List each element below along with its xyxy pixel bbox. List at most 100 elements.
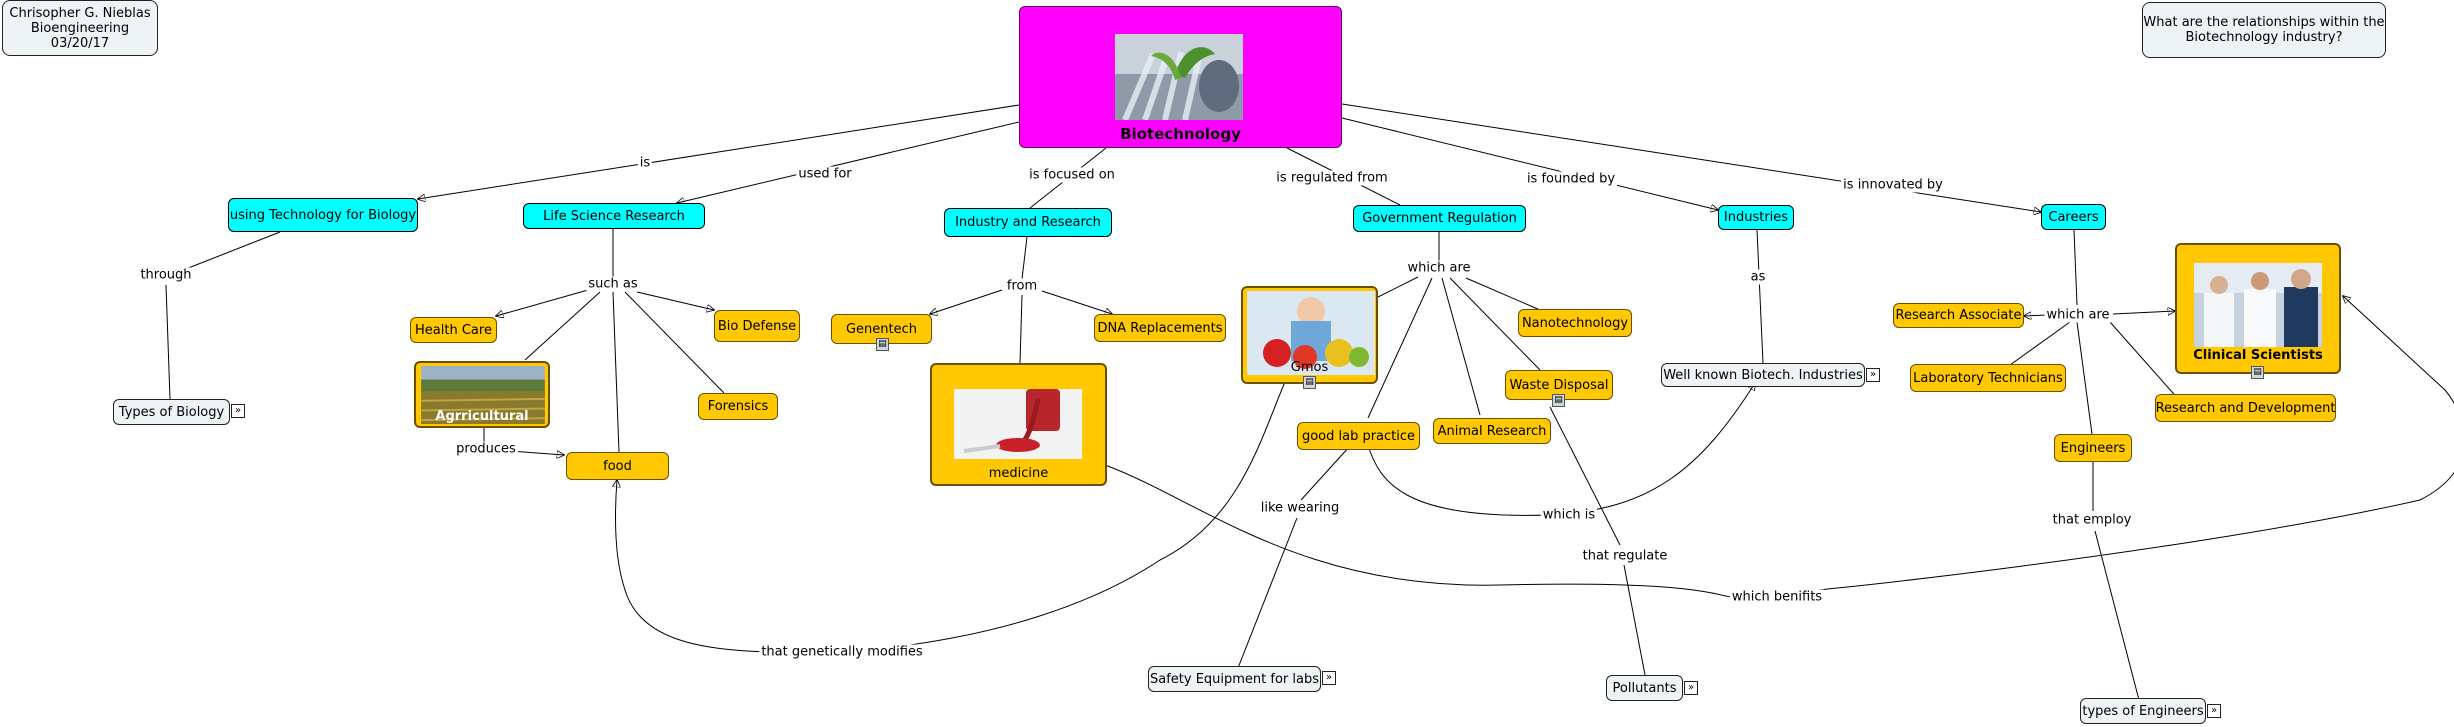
link-medicine [1019, 294, 1023, 364]
link-dna [1041, 290, 1112, 314]
clinical-document-icon[interactable]: ▤ [2251, 366, 2264, 379]
waste-disposal-document-icon[interactable]: ▤ [1552, 394, 1565, 407]
node-biotechnology[interactable]: Biotechnology [1019, 6, 1342, 148]
link-as [1756, 229, 1764, 364]
node-forensics[interactable]: Forensics [698, 393, 778, 420]
link-genetic-2 [616, 480, 771, 653]
label-like-wearing: like wearing [1258, 500, 1342, 516]
label-through: through [138, 267, 194, 283]
author-name: Chrisopher G. Nieblas [9, 5, 151, 21]
link-agricultural [524, 291, 601, 361]
node-well-known-industries[interactable]: Well known Biotech. Industries [1661, 363, 1865, 387]
node-industry-and-research[interactable]: Industry and Research [944, 208, 1112, 237]
label-that-genetically-modifies: that genetically modifies [759, 644, 925, 660]
node-health-care[interactable]: Health Care [410, 317, 497, 343]
link-food [612, 291, 620, 453]
link-nano [1465, 277, 1541, 311]
field-image [421, 366, 545, 424]
node-industries[interactable]: Industries [1718, 205, 1794, 230]
gmos-caption: Gmos [1290, 360, 1329, 375]
pollutants-expand-icon[interactable]: » [1684, 681, 1698, 695]
link-innovated-by [1341, 103, 2041, 212]
genentech-document-icon[interactable]: ▤ [876, 338, 889, 351]
label-from: from [1004, 278, 1040, 294]
gmo-produce-image [1247, 291, 1375, 375]
question-box: What are the relationships within the Bi… [2142, 2, 2386, 58]
node-government-regulation[interactable]: Government Regulation [1353, 205, 1526, 232]
clinical-scientists-caption: Clinical Scientists [2193, 348, 2323, 363]
node-types-of-biology[interactable]: Types of Biology [113, 399, 230, 425]
node-food[interactable]: food [566, 452, 669, 480]
node-dna-replacements[interactable]: DNA Replacements [1094, 314, 1226, 342]
lab-plant-image [1115, 34, 1243, 120]
label-is-regulated-from: is regulated from [1274, 170, 1390, 186]
node-gmos[interactable]: Gmos [1241, 286, 1378, 384]
label-is-founded-by: is founded by [1524, 171, 1618, 187]
link-from-1 [1021, 236, 1028, 280]
author-course: Bioengineering [30, 20, 130, 36]
label-used-for: used for [796, 166, 854, 182]
link-animal [1441, 277, 1481, 416]
author-date: 03/20/17 [50, 35, 110, 51]
question-line-1: What are the relationships within the [2143, 15, 2385, 30]
node-engineers[interactable]: Engineers [2054, 434, 2132, 462]
biotechnology-title: Biotechnology [1120, 125, 1241, 143]
label-produces: produces [454, 441, 518, 457]
node-bio-defense[interactable]: Bio Defense [714, 310, 800, 342]
node-good-lab-practice[interactable]: good lab practice [1297, 422, 1420, 450]
link-like-wearing-2 [1237, 517, 1298, 669]
link-through-2 [165, 284, 171, 400]
link-used-for [677, 121, 1020, 203]
well-known-expand-icon[interactable]: » [1866, 368, 1880, 382]
link-bio-defense [636, 291, 714, 310]
link-genentech [930, 289, 1003, 314]
node-agricultural[interactable]: Agrricultural [414, 361, 550, 428]
label-that-regulate: that regulate [1580, 548, 1670, 564]
node-animal-research[interactable]: Animal Research [1433, 418, 1551, 444]
safety-equipment-expand-icon[interactable]: » [1322, 671, 1336, 685]
label-that-employ: that employ [2050, 512, 2134, 528]
types-of-engineers-expand-icon[interactable]: » [2207, 704, 2221, 718]
link-produces-2 [509, 451, 564, 455]
node-research-associate[interactable]: Research Associate [1893, 303, 2024, 328]
label-as: as [1748, 269, 1768, 285]
node-clinical-scientists[interactable]: Clinical Scientists [2175, 243, 2341, 374]
node-technology-for-biology[interactable]: using Technology for Biology [228, 198, 418, 232]
node-types-of-engineers[interactable]: types of Engineers [2080, 698, 2206, 724]
link-forensics [624, 291, 725, 394]
label-is-focused-on: is focused on [1027, 167, 1117, 183]
node-life-science-research[interactable]: Life Science Research [523, 203, 705, 229]
link-careers-down [2073, 229, 2078, 306]
link-clinical [2112, 311, 2175, 314]
label-which-is: which is [1540, 507, 1598, 523]
link-waste [1449, 277, 1541, 371]
link-like-wearing [1300, 445, 1351, 501]
link-that-employ-2 [2094, 530, 2140, 701]
node-medicine[interactable]: medicine [930, 363, 1107, 486]
medicine-caption: medicine [988, 466, 1049, 481]
clinical-scientists-image [2194, 263, 2322, 347]
types-of-biology-expand-icon[interactable]: » [231, 404, 245, 418]
node-careers[interactable]: Careers [2041, 204, 2106, 230]
link-health-care [496, 289, 589, 316]
label-such-as: such as [586, 276, 640, 292]
gmos-document-icon[interactable]: ▤ [1303, 376, 1316, 389]
agricultural-caption: Agrricultural [435, 409, 529, 424]
link-that-regulate [1549, 406, 1621, 546]
label-which-are-gov: which are [1405, 260, 1473, 276]
node-pollutants[interactable]: Pollutants [1606, 675, 1683, 701]
node-laboratory-technicians[interactable]: Laboratory Technicians [1910, 364, 2066, 392]
node-research-and-development[interactable]: Research and Development [2155, 394, 2336, 422]
link-rd [2109, 321, 2181, 402]
label-is: is [637, 155, 653, 171]
node-safety-equipment[interactable]: Safety Equipment for labs [1148, 666, 1321, 692]
link-is [418, 104, 1020, 199]
label-is-innovated-by: is innovated by [1841, 177, 1945, 193]
link-founded-by [1341, 117, 1718, 210]
author-box: Chrisopher G. Nieblas Bioengineering 03/… [2, 0, 158, 56]
label-which-are-careers: which are [2044, 307, 2112, 323]
question-line-2: Biotechnology industry? [2185, 30, 2343, 45]
node-nanotechnology[interactable]: Nanotechnology [1518, 309, 1632, 337]
link-gmos [1375, 276, 1419, 299]
link-genetic [844, 381, 1286, 653]
